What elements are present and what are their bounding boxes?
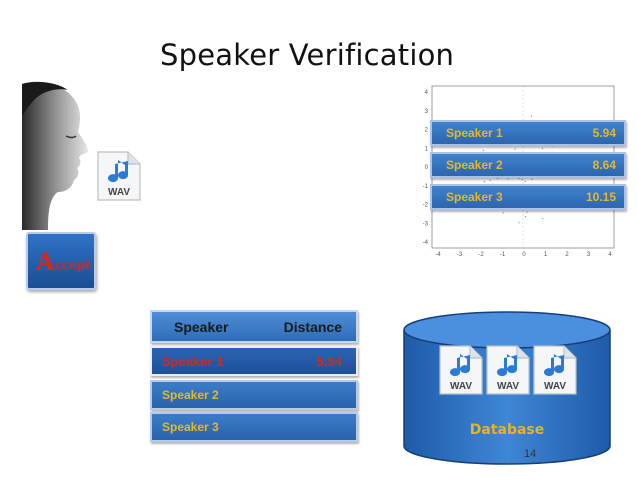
row-distance: 5.94 bbox=[316, 353, 342, 369]
plot-dot bbox=[524, 180, 526, 183]
score-row-value: 8.64 bbox=[592, 158, 616, 172]
row-speaker: Speaker 3 bbox=[162, 420, 219, 434]
accept-rest: ccept bbox=[54, 258, 91, 272]
plot-dot bbox=[514, 148, 516, 150]
plot-dot bbox=[524, 216, 527, 218]
wav-label: WAV bbox=[544, 381, 566, 392]
accept-first-letter: A bbox=[36, 246, 55, 276]
plot-dot bbox=[489, 179, 491, 181]
score-row-speaker-2: Speaker 2 8.64 bbox=[430, 152, 626, 178]
plot-dot bbox=[526, 211, 528, 213]
plot-dot bbox=[542, 217, 544, 220]
row-speaker: Speaker 2 bbox=[162, 388, 219, 402]
plot-x-tick: 1 bbox=[544, 252, 548, 258]
speaker-face-image bbox=[22, 80, 102, 230]
plot-x-tick: 2 bbox=[565, 252, 569, 258]
page-number: 14 bbox=[524, 448, 537, 460]
plot-y-tick: -4 bbox=[423, 240, 429, 246]
distance-table-header: Speaker Distance bbox=[150, 310, 358, 343]
score-row-speaker-1: Speaker 1 5.94 bbox=[430, 120, 626, 146]
plot-dot bbox=[507, 178, 509, 180]
plot-y-tick: -2 bbox=[423, 203, 429, 209]
score-row-value: 5.94 bbox=[592, 126, 616, 140]
row-speaker: Speaker 1 bbox=[162, 353, 224, 369]
database-label: Database bbox=[469, 422, 545, 438]
plot-dot bbox=[483, 181, 486, 183]
wav-label: WAV bbox=[450, 381, 472, 392]
plot-dot bbox=[496, 177, 499, 180]
database-wav-file-icon: WAV bbox=[532, 344, 578, 396]
plot-x-tick: 0 bbox=[522, 252, 526, 258]
wav-label: WAV bbox=[497, 381, 519, 392]
plot-y-tick: 1 bbox=[425, 146, 429, 152]
header-distance: Distance bbox=[283, 318, 342, 335]
score-row-speaker: Speaker 1 bbox=[446, 126, 503, 140]
header-speaker: Speaker bbox=[174, 318, 229, 335]
plot-x-tick: -4 bbox=[435, 252, 441, 258]
score-row-speaker-3: Speaker 3 10.15 bbox=[430, 184, 626, 210]
wav-file-icon: WAV bbox=[96, 150, 142, 202]
plot-y-tick: 3 bbox=[425, 109, 429, 115]
wav-label: WAV bbox=[108, 187, 130, 198]
database-wav-file-icon: WAV bbox=[485, 344, 531, 396]
table-row: Speaker 2 bbox=[150, 380, 358, 410]
plot-dot bbox=[531, 178, 533, 180]
plot-dot bbox=[530, 115, 533, 117]
table-row: Speaker 3 bbox=[150, 412, 358, 442]
slide-title: Speaker Verification bbox=[160, 38, 455, 72]
plot-y-tick: -1 bbox=[423, 184, 429, 190]
plot-x-tick: 4 bbox=[608, 252, 612, 258]
plot-x-tick: -2 bbox=[478, 252, 484, 258]
plot-x-tick: 3 bbox=[587, 252, 591, 258]
plot-dot bbox=[518, 177, 520, 180]
plot-y-tick: 2 bbox=[425, 128, 429, 134]
database-wav-file-icon: WAV bbox=[438, 344, 484, 396]
score-row-speaker: Speaker 3 bbox=[446, 190, 503, 204]
score-row-value: 10.15 bbox=[585, 190, 616, 204]
plot-y-tick: 4 bbox=[425, 90, 429, 96]
plot-dot bbox=[518, 222, 520, 224]
plot-dot bbox=[482, 149, 484, 152]
plot-dot bbox=[502, 212, 504, 214]
plot-x-tick: -3 bbox=[457, 252, 463, 258]
score-row-speaker: Speaker 2 bbox=[446, 158, 503, 172]
plot-dot bbox=[541, 147, 544, 150]
plot-x-tick: -1 bbox=[500, 252, 506, 258]
plot-dot bbox=[521, 179, 523, 181]
table-row-selected: Speaker 1 5.94 bbox=[150, 346, 358, 376]
plot-y-tick: 0 bbox=[425, 165, 429, 171]
plot-y-tick: -3 bbox=[423, 221, 429, 227]
